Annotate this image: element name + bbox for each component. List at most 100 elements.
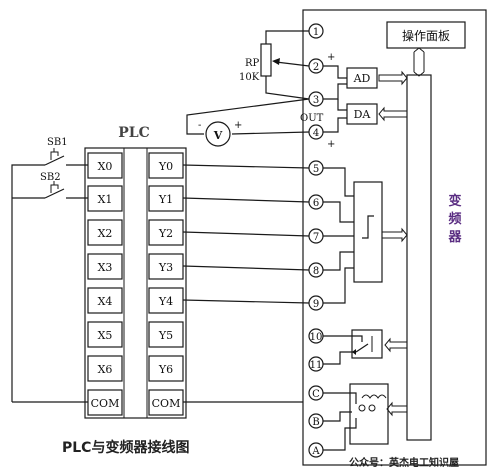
operation-panel-label: 操作面板: [402, 28, 450, 43]
relay-contact-blade: [355, 343, 369, 353]
sb2-label: SB2: [40, 172, 61, 183]
plc-input-com-label: COM: [91, 397, 120, 410]
plc-output-y5-label: Y5: [158, 329, 173, 342]
wire-meter-t4: [231, 131, 310, 135]
wire-y0-t5: [182, 164, 310, 169]
switch-sb1-blade: [44, 155, 65, 166]
sb1-actuator-icon: [50, 148, 59, 160]
plc-output-y2-label: Y2: [158, 227, 173, 240]
wire-t3-ad: [323, 83, 347, 100]
plc-output-y3-label: Y3: [158, 261, 173, 274]
plc-output-y6-label: Y6: [158, 363, 173, 376]
terminal-5-label: 5: [313, 164, 319, 175]
terminal-c-label: C: [312, 389, 320, 400]
wire-y4-t9: [182, 299, 310, 304]
diagram-caption: PLC与变频器接线图: [62, 439, 189, 456]
vfd-label-char-1: 频: [448, 211, 461, 227]
plc-output-y6: [148, 355, 184, 382]
operation-panel-box: [386, 21, 466, 49]
sb2-actuator-icon: [50, 181, 59, 193]
terminal-4-label: 4: [313, 128, 319, 139]
wire-t4-da: [323, 117, 347, 133]
plc-output-y0: [148, 152, 184, 179]
wire-y2-t7: [182, 231, 310, 237]
plc-input-x4: [87, 287, 123, 314]
plc-input-x5: [87, 321, 123, 348]
wire-rp-t1: [265, 30, 309, 44]
fault-relay-contact-c: [368, 404, 376, 412]
wire-t5-block: [323, 167, 354, 197]
plus-sign-ad: +: [327, 52, 335, 63]
vfd-inner-bus: [406, 74, 432, 441]
terminal-7-label: 7: [313, 232, 319, 243]
plc-input-x6-label: X6: [98, 363, 113, 376]
fault-relay-bus-arrow: [386, 401, 408, 417]
plc-input-x2: [87, 219, 123, 246]
wire-c-relay: [323, 392, 357, 404]
wire-t3-da: [337, 99, 347, 111]
plc-output-y5: [148, 321, 184, 348]
meter-minus: -: [198, 120, 201, 131]
fault-relay-coil-icon: [361, 394, 387, 399]
ad-label: AD: [353, 72, 371, 85]
vfd-label-char-2: 器: [447, 230, 462, 245]
potentiometer: [260, 43, 272, 77]
wire-y3-t8: [182, 265, 310, 271]
watermark-text: 公众号：英杰电工知识屋: [349, 456, 459, 469]
plc-input-com: [87, 389, 123, 416]
terminal-8-label: 8: [313, 266, 319, 277]
plc-output-com: [148, 389, 184, 416]
vfd-label-char-0: 变: [448, 193, 461, 209]
plc-output-y0-label: Y0: [158, 160, 173, 173]
terminal-11-label: 11: [310, 360, 323, 371]
rp-name: RP: [245, 58, 260, 69]
plc-input-x2-label: X2: [98, 227, 113, 240]
da-label: DA: [354, 108, 372, 121]
fault-relay-contact-b: [358, 404, 366, 412]
wire-a-relay: [323, 418, 357, 451]
wire-t8-block: [323, 251, 354, 271]
wire-t6-block: [323, 201, 354, 223]
wire-t11-contact: [323, 351, 356, 365]
plc-output-y1-label: Y1: [158, 193, 173, 206]
wire-t3-meter: [186, 98, 310, 135]
plc-output-y4: [148, 287, 184, 314]
relay-bus-arrow: [384, 337, 408, 353]
wire-b-relay: [323, 411, 352, 422]
plc-output-com-label: COM: [152, 397, 181, 410]
plc-input-x6: [87, 355, 123, 382]
plc-output-y2: [148, 219, 184, 246]
plc-input-x1-label: X1: [98, 193, 113, 206]
plus-sign-da: +: [327, 139, 335, 150]
da-box: [346, 103, 378, 125]
input-block-bus-arrow: [381, 227, 408, 243]
plc-input-x3: [87, 253, 123, 280]
terminal-a-label: A: [311, 446, 320, 457]
plc-input-x4-label: X4: [98, 295, 113, 308]
wire-t2-wiper: [275, 61, 310, 67]
out-label: OUT: [300, 113, 324, 124]
plc-title: PLC: [118, 125, 150, 141]
terminal-9-label: 9: [313, 299, 319, 310]
switch-sb2-blade: [44, 188, 65, 199]
terminal-1-label: 1: [313, 27, 319, 38]
voltmeter-label: V: [213, 129, 223, 142]
ad-bus-arrow: [378, 70, 408, 86]
relay-contact-arrow-icon: [352, 349, 356, 355]
plc-output-y3: [148, 253, 184, 280]
terminal-3-label: 3: [313, 95, 319, 106]
plc-input-x5-label: X5: [98, 329, 113, 342]
da-bus-arrow: [378, 106, 408, 122]
terminal-10-label: 10: [310, 332, 323, 343]
terminal-b-label: B: [312, 417, 319, 428]
wire-rp-t3: [265, 76, 310, 100]
panel-bus-arrow: [413, 47, 425, 77]
meter-plus: +: [234, 120, 242, 131]
plc-input-x0-label: X0: [98, 160, 113, 173]
step-signal-icon: [362, 215, 374, 239]
terminal-2-label: 2: [313, 62, 319, 73]
terminal-6-label: 6: [313, 198, 319, 209]
voltmeter: [205, 121, 231, 147]
